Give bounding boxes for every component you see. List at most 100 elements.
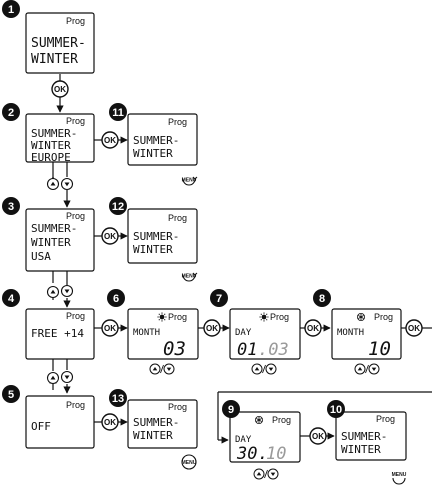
step-number-badge: 10 xyxy=(327,400,345,418)
ok-label: OK xyxy=(54,85,66,94)
screen-step-10 xyxy=(335,411,407,461)
lcd-value: 01 xyxy=(237,340,257,360)
prog-label: Prog xyxy=(66,400,85,410)
up-arrow-button[interactable] xyxy=(46,285,60,299)
lcd-line: WINTER xyxy=(31,52,78,67)
ok-buttons: OK OK OK OK OK OK OK OK xyxy=(51,80,423,445)
svg-text:13: 13 xyxy=(112,393,124,405)
up-arrow-icon xyxy=(152,367,158,371)
ok-label: OK xyxy=(312,432,324,441)
lcd-label: MONTH xyxy=(133,328,160,338)
slash-divider xyxy=(262,364,266,374)
down-arrow-button[interactable] xyxy=(60,177,74,191)
ok-button[interactable]: OK xyxy=(304,319,322,337)
down-arrow-button[interactable] xyxy=(60,284,74,298)
menu-button[interactable]: MENU xyxy=(392,472,407,485)
up-arrow-button[interactable] xyxy=(253,468,265,480)
menu-button[interactable]: MENU xyxy=(182,176,198,186)
lcd-line: SUMMER- xyxy=(133,416,179,429)
down-arrow-button[interactable] xyxy=(60,370,74,384)
lcd-line: SUMMER- xyxy=(31,127,77,140)
up-arrow-button[interactable] xyxy=(46,177,60,191)
down-arrow-button[interactable] xyxy=(368,363,380,375)
lcd-line: WINTER xyxy=(31,236,71,249)
svg-text:7: 7 xyxy=(216,293,222,305)
down-arrow-button[interactable] xyxy=(265,363,277,375)
prog-label: Prog xyxy=(66,16,85,26)
step-number-badge: 3 xyxy=(2,197,20,215)
prog-label: Prog xyxy=(66,211,85,221)
ok-label: OK xyxy=(408,324,420,333)
screen-step-12 xyxy=(127,208,198,264)
svg-text:2: 2 xyxy=(8,107,14,119)
screen-step-8 xyxy=(331,308,402,360)
ok-button[interactable]: OK xyxy=(51,80,69,98)
snowflake-icon xyxy=(357,313,365,321)
lcd-line: WINTER xyxy=(133,429,173,442)
prog-label: Prog xyxy=(66,116,85,126)
lcd-line: USA xyxy=(31,250,51,263)
menu-buttons: MENU MENU MENU MENU xyxy=(181,176,407,485)
down-arrow-button[interactable] xyxy=(163,363,175,375)
screen-step-6 xyxy=(127,308,199,360)
step-number-badge: 13 xyxy=(109,389,127,407)
ok-label: OK xyxy=(104,418,116,427)
up-down-pair xyxy=(251,363,277,375)
down-arrow-icon xyxy=(166,367,172,371)
step-number-badge: 9 xyxy=(222,400,240,418)
ok-button[interactable]: OK xyxy=(405,319,423,337)
ok-button[interactable]: OK xyxy=(101,413,119,431)
ok-button[interactable]: OK xyxy=(101,131,119,149)
screen-step-4 xyxy=(25,308,95,360)
up-arrow-button[interactable] xyxy=(354,363,366,375)
up-arrow-icon xyxy=(357,367,363,371)
ok-button[interactable]: OK xyxy=(101,227,119,245)
screen-step-1 xyxy=(25,12,95,74)
lcd-line: SUMMER- xyxy=(133,134,179,147)
slash-divider xyxy=(160,364,164,374)
prog-label: Prog xyxy=(270,312,289,322)
step-number-badge: 2 xyxy=(2,103,20,121)
screen-step-11 xyxy=(127,113,198,166)
snowflake-icon xyxy=(255,416,263,424)
lcd-label: DAY xyxy=(235,435,252,445)
menu-label: MENU xyxy=(182,274,197,280)
up-arrow-button[interactable] xyxy=(149,363,161,375)
svg-text:1: 1 xyxy=(8,4,14,16)
lcd-value-dim: 10 xyxy=(266,444,286,464)
menu-button[interactable]: MENU xyxy=(182,272,198,282)
slash-divider xyxy=(264,469,268,479)
arrow-buttons xyxy=(46,177,380,480)
svg-text:12: 12 xyxy=(112,201,124,213)
connectors xyxy=(49,74,432,444)
lcd-line: SUMMER- xyxy=(133,230,179,243)
step-number-badge: 7 xyxy=(210,289,228,307)
screens xyxy=(25,12,407,463)
lcd-value: 03 xyxy=(163,338,186,360)
ok-label: OK xyxy=(307,324,319,333)
menu-arc-icon xyxy=(182,274,196,282)
up-down-pair xyxy=(354,363,380,375)
step-number-badge: 1 xyxy=(2,0,20,18)
ok-button[interactable]: OK xyxy=(309,427,327,445)
lcd-line: SUMMER- xyxy=(31,222,77,235)
menu-button[interactable]: MENU xyxy=(181,454,197,470)
prog-label: Prog xyxy=(168,402,187,412)
ok-button[interactable]: OK xyxy=(203,319,221,337)
up-arrow-button[interactable] xyxy=(251,363,263,375)
up-arrow-button[interactable] xyxy=(46,371,60,385)
menu-circle-icon xyxy=(181,454,197,470)
down-arrow-icon xyxy=(64,289,70,294)
lcd-line: SUMMER- xyxy=(31,36,86,51)
step-number-badge: 4 xyxy=(2,289,20,307)
sun-icon xyxy=(157,312,167,322)
down-arrow-button[interactable] xyxy=(267,468,279,480)
screen-step-13 xyxy=(127,399,198,449)
slash-divider xyxy=(365,364,369,374)
prog-label: Prog xyxy=(376,414,395,424)
ok-button[interactable]: OK xyxy=(101,319,119,337)
lcd-line: OFF xyxy=(31,420,51,433)
down-arrow-icon xyxy=(268,367,274,371)
up-arrow-icon xyxy=(254,367,260,371)
ok-label: OK xyxy=(104,136,116,145)
